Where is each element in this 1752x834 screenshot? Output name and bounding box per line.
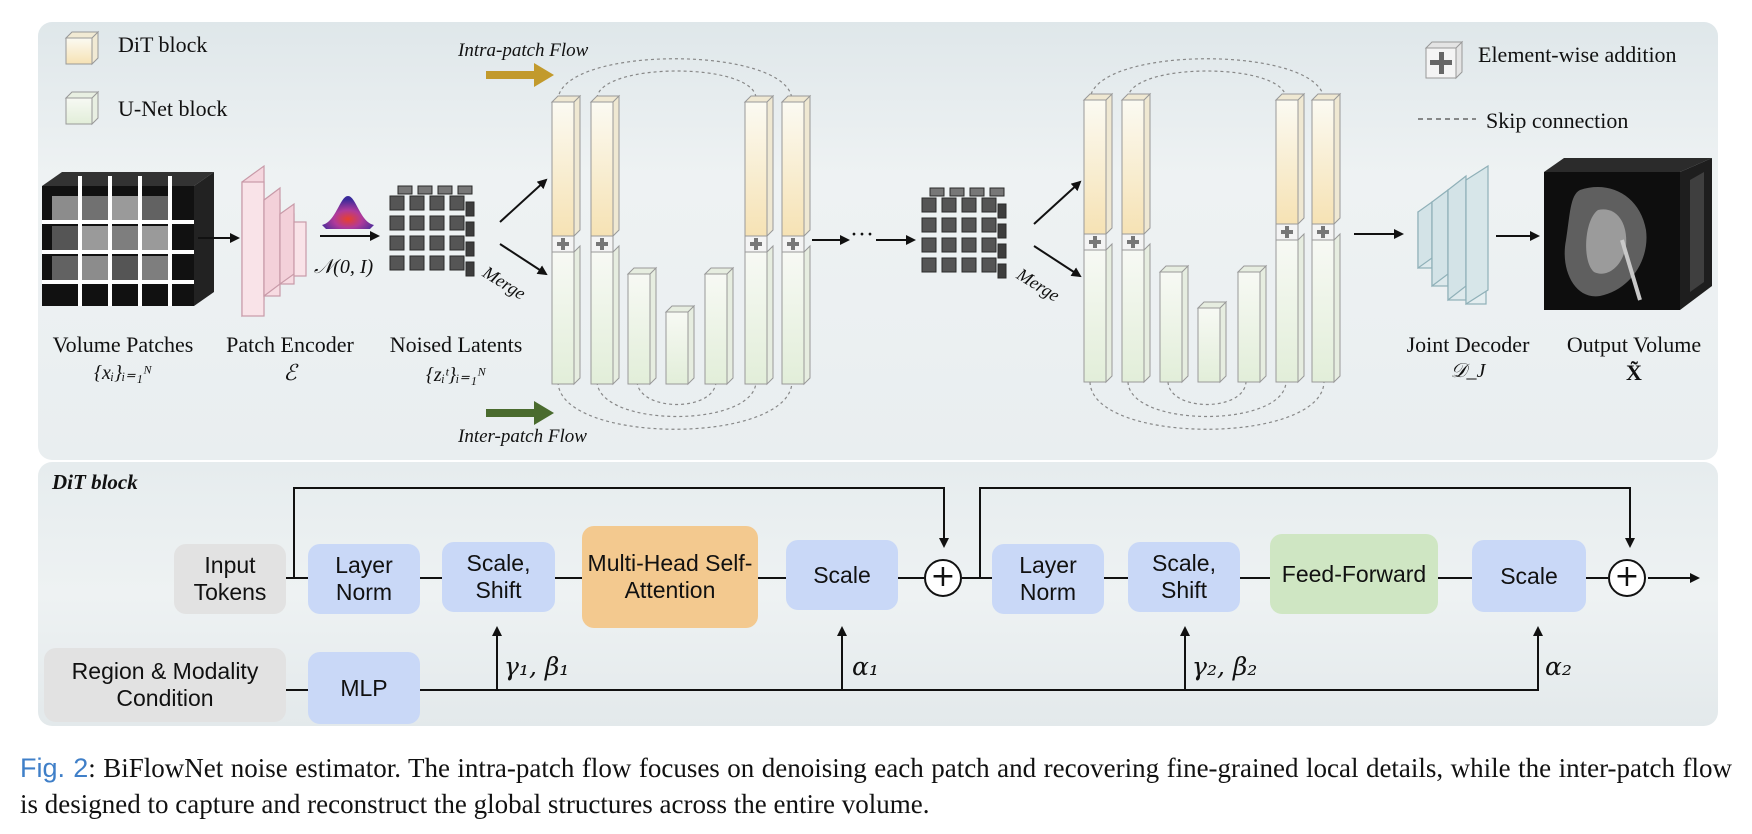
legend-skip-label: Skip connection: [1486, 108, 1629, 133]
skip-connections-2: [1089, 58, 1325, 430]
layer-norm-1-box: Layer Norm: [308, 544, 420, 614]
joint-decoder-label: Joint Decoder: [1406, 332, 1530, 357]
dit-connectors: [286, 487, 1631, 691]
arrow-intra-1: [499, 178, 548, 223]
scale-shift-1-box: Scale, Shift: [442, 542, 555, 612]
network-2-columns: [1082, 92, 1342, 384]
noised-latents-grid: [389, 185, 475, 277]
intra-flow-arrow: [486, 63, 554, 87]
scale-shift-2-box: Scale, Shift: [1128, 542, 1240, 612]
input-tokens-box: Input Tokens: [174, 544, 286, 614]
volume-patches-math: {xᵢ}ᵢ₌₁ᴺ: [94, 362, 152, 384]
dit-arrowheads: [492, 530, 1700, 646]
gamma-beta-2: γ₂, β₂: [1192, 652, 1258, 681]
alpha-1: α₁: [852, 652, 879, 681]
figure-label: Fig. 2: [20, 753, 89, 783]
scale-2-box: Scale: [1472, 540, 1586, 612]
arrow-inter-1: [499, 243, 548, 276]
inter-flow-label: Inter-patch Flow: [458, 426, 587, 447]
gamma-beta-1: γ₁, β₁: [504, 652, 570, 681]
output-volume-cube: [1544, 158, 1712, 310]
patch-encoder-shape: [241, 164, 307, 318]
gaussian-noise-icon: [322, 196, 374, 229]
noised-latents-grid-2: [921, 187, 1007, 279]
multi-head-self-attention-box: Multi-Head Self-Attention: [582, 526, 758, 628]
mlp-box: MLP: [308, 652, 420, 724]
intra-flow-label: Intra-patch Flow: [458, 40, 589, 61]
patch-encoder-math: ℰ: [283, 360, 297, 385]
layer-norm-2-box: Layer Norm: [992, 544, 1104, 614]
caption-text: : BiFlowNet noise estimator. The intra-p…: [20, 753, 1732, 819]
inter-flow-arrow: [486, 401, 554, 425]
output-volume-math: X̃: [1626, 360, 1642, 385]
arrow-inter-2: [1033, 245, 1082, 278]
legend-unet-icon: [64, 90, 100, 126]
network-1-columns: [550, 94, 812, 386]
noised-latents-label: Noised Latents: [389, 332, 523, 357]
patch-encoder-label: Patch Encoder: [226, 332, 354, 357]
network-1-plus-markers: [557, 238, 799, 250]
addition-1-icon: +: [924, 559, 962, 597]
output-volume-label: Output Volume: [1566, 332, 1702, 357]
alpha-2: α₂: [1545, 652, 1572, 681]
addition-2-icon: +: [1608, 559, 1646, 597]
arrow-intra-2: [1033, 180, 1082, 225]
dit-block-title: DiT block: [52, 470, 138, 494]
skip-connections-1: [557, 58, 793, 430]
volume-patches-label: Volume Patches: [52, 332, 194, 357]
volume-patches-cube: [42, 172, 214, 306]
legend-unet-label: U-Net block: [118, 96, 228, 121]
legend-addition-icon: [1424, 40, 1464, 80]
scale-1-box: Scale: [786, 540, 898, 610]
joint-decoder-math: 𝒟_J: [1450, 360, 1486, 382]
joint-decoder-shape: [1417, 164, 1489, 306]
feed-forward-box: Feed-Forward: [1270, 534, 1438, 614]
condition-box: Region & Modality Condition: [44, 648, 286, 722]
noise-distribution: 𝒩(0, I): [314, 256, 374, 278]
figure-caption: Fig. 2: BiFlowNet noise estimator. The i…: [20, 750, 1732, 822]
legend-dit-icon: [64, 30, 100, 66]
noised-latents-math: {zᵢᵗ}ᵢ₌₁ᴺ: [425, 364, 487, 386]
network-2-plus-markers: [1089, 226, 1329, 248]
ellipsis: ···: [850, 222, 874, 248]
legend-dit-label: DiT block: [118, 32, 208, 57]
legend-addition-label: Element-wise addition: [1478, 42, 1677, 67]
